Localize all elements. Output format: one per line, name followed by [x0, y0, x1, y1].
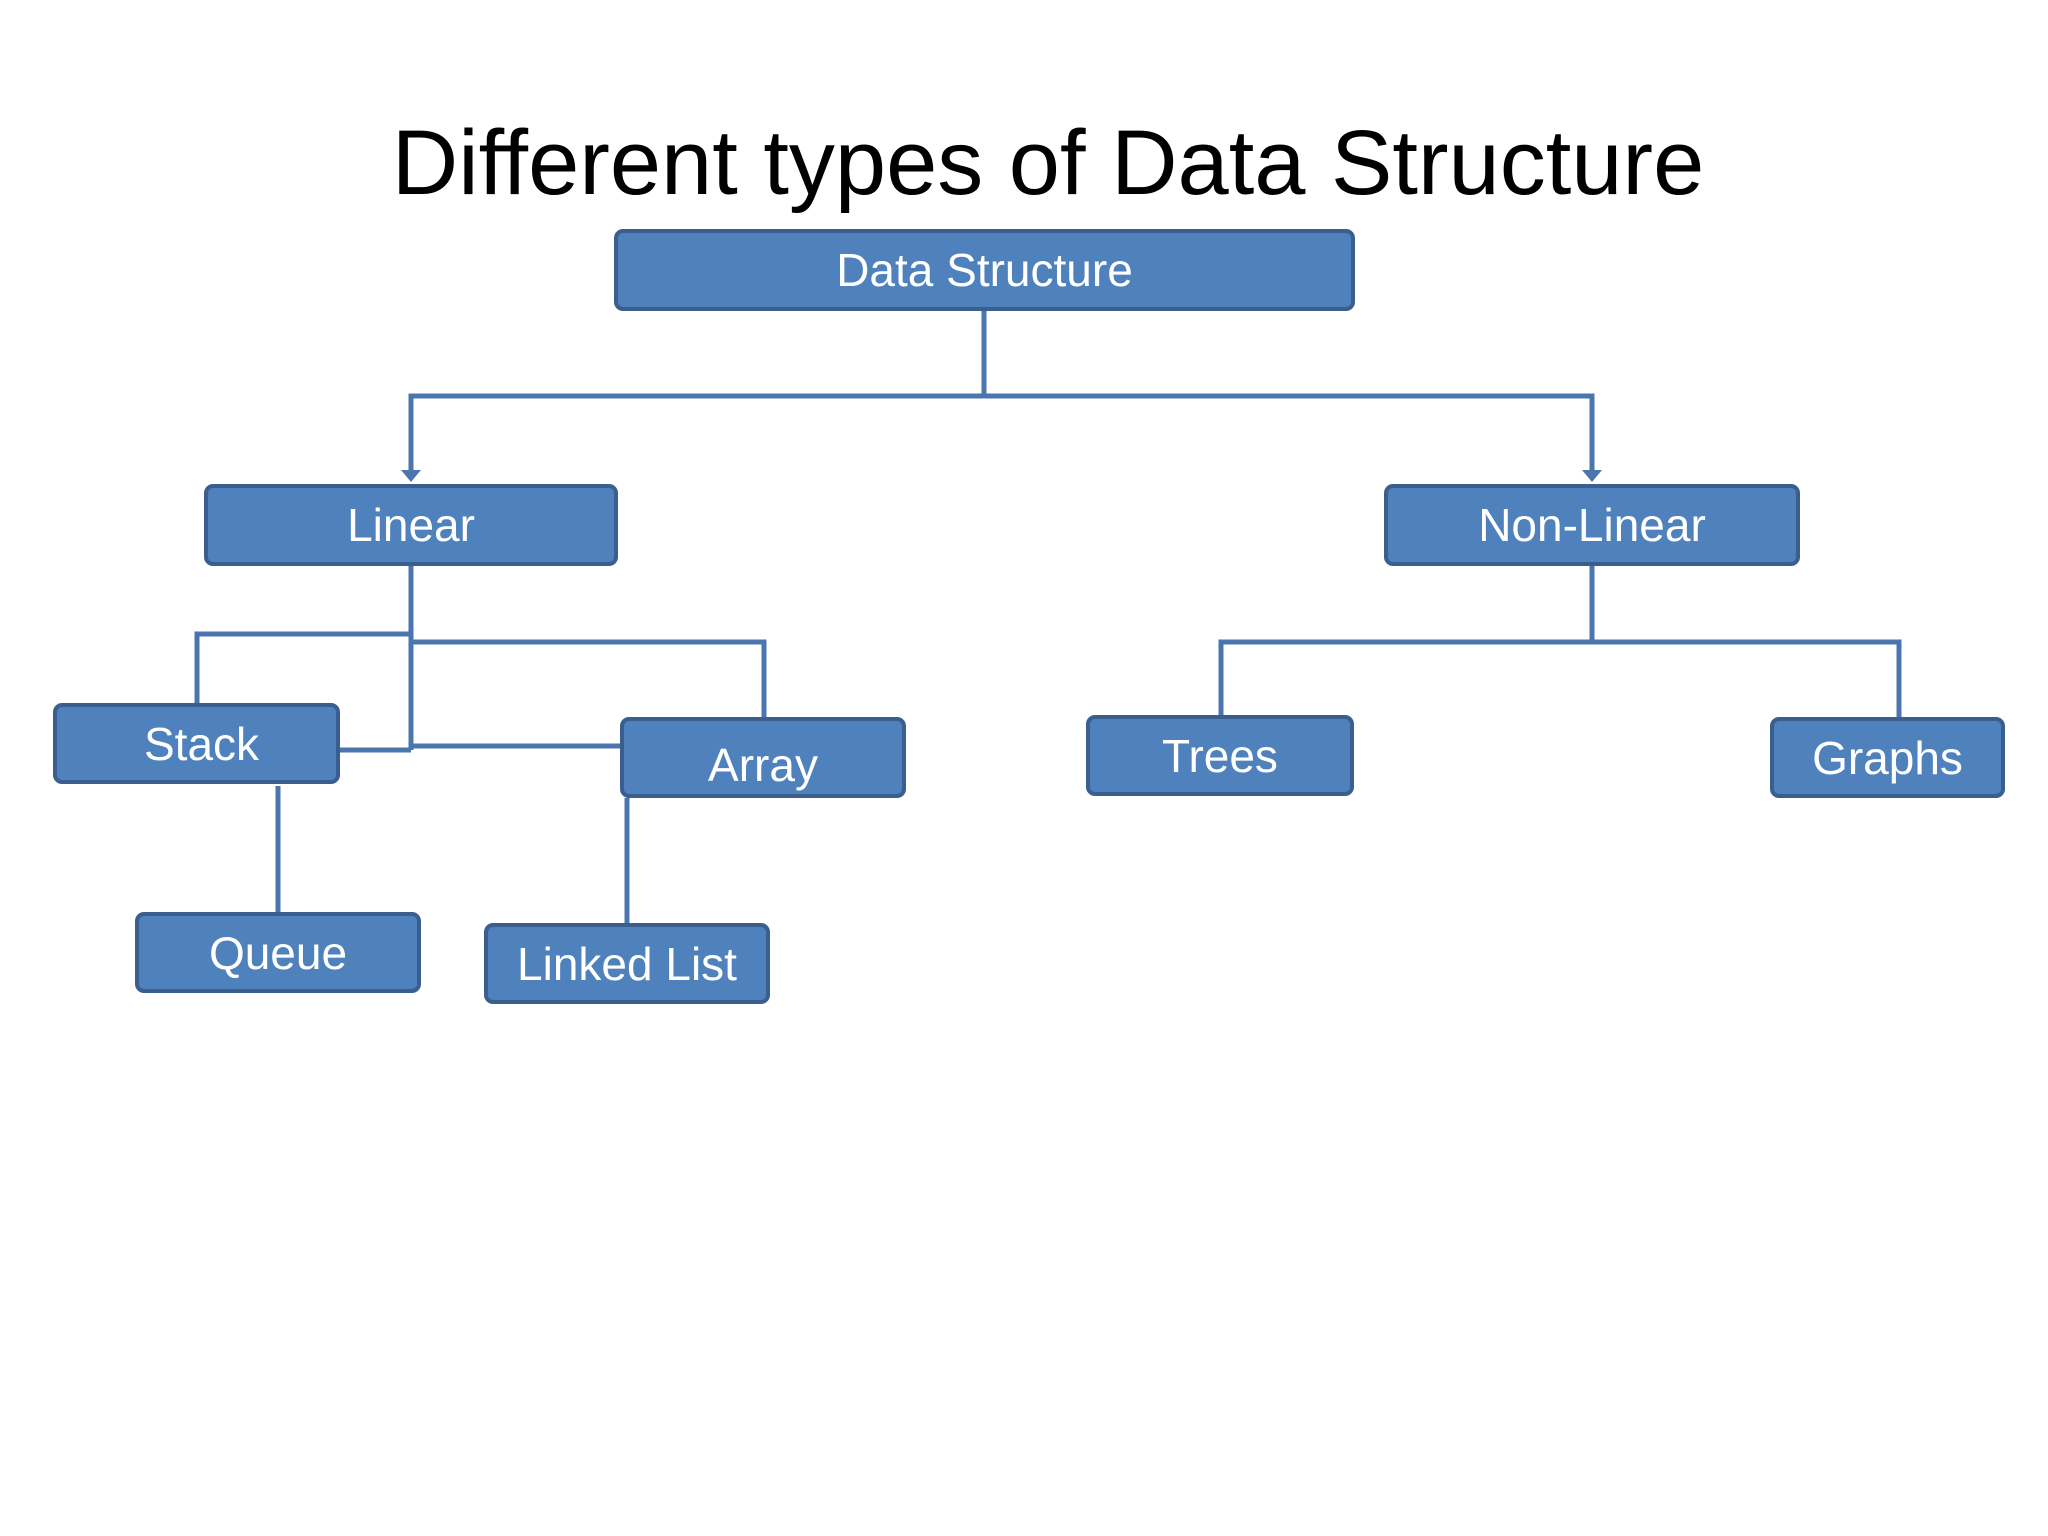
arrowhead-non-linear: [1582, 470, 1602, 482]
node-graphs-label: Graphs: [1812, 731, 1963, 784]
connector-non-linear-to-graphs: [1592, 639, 1902, 720]
node-linked-list-label: Linked List: [517, 937, 737, 990]
node-data-structure[interactable]: Data Structure: [614, 229, 1355, 311]
node-data-structure-label: Data Structure: [836, 244, 1133, 296]
node-stack-label: Stack: [144, 717, 260, 770]
connector-linear-to-array-top: [411, 639, 767, 722]
connector-linear-to-stack-top: [194, 631, 411, 708]
connector-root-to-non-linear: [984, 393, 1595, 478]
slide-title: Different types of Data Structure: [391, 112, 1705, 214]
connector-root-to-linear: [408, 393, 984, 478]
node-non-linear-label: Non-Linear: [1478, 499, 1706, 551]
node-non-linear[interactable]: Non-Linear: [1384, 484, 1800, 566]
arrowhead-linear: [401, 470, 421, 482]
node-trees[interactable]: Trees: [1086, 715, 1354, 796]
node-queue-label: Queue: [208, 926, 348, 979]
node-queue[interactable]: Queue: [135, 912, 421, 993]
connector-non-linear-to-trees: [1218, 639, 1592, 718]
node-trees-label: Trees: [1162, 729, 1278, 782]
node-linear-label: Linear: [347, 499, 475, 551]
node-graphs[interactable]: Graphs: [1770, 717, 2005, 798]
node-linear[interactable]: Linear: [204, 484, 618, 566]
node-array[interactable]: Array: [620, 717, 906, 798]
node-linked-list[interactable]: Linked List: [484, 923, 770, 1004]
node-stack[interactable]: Stack: [53, 703, 340, 784]
node-array-label: Array: [708, 738, 818, 791]
